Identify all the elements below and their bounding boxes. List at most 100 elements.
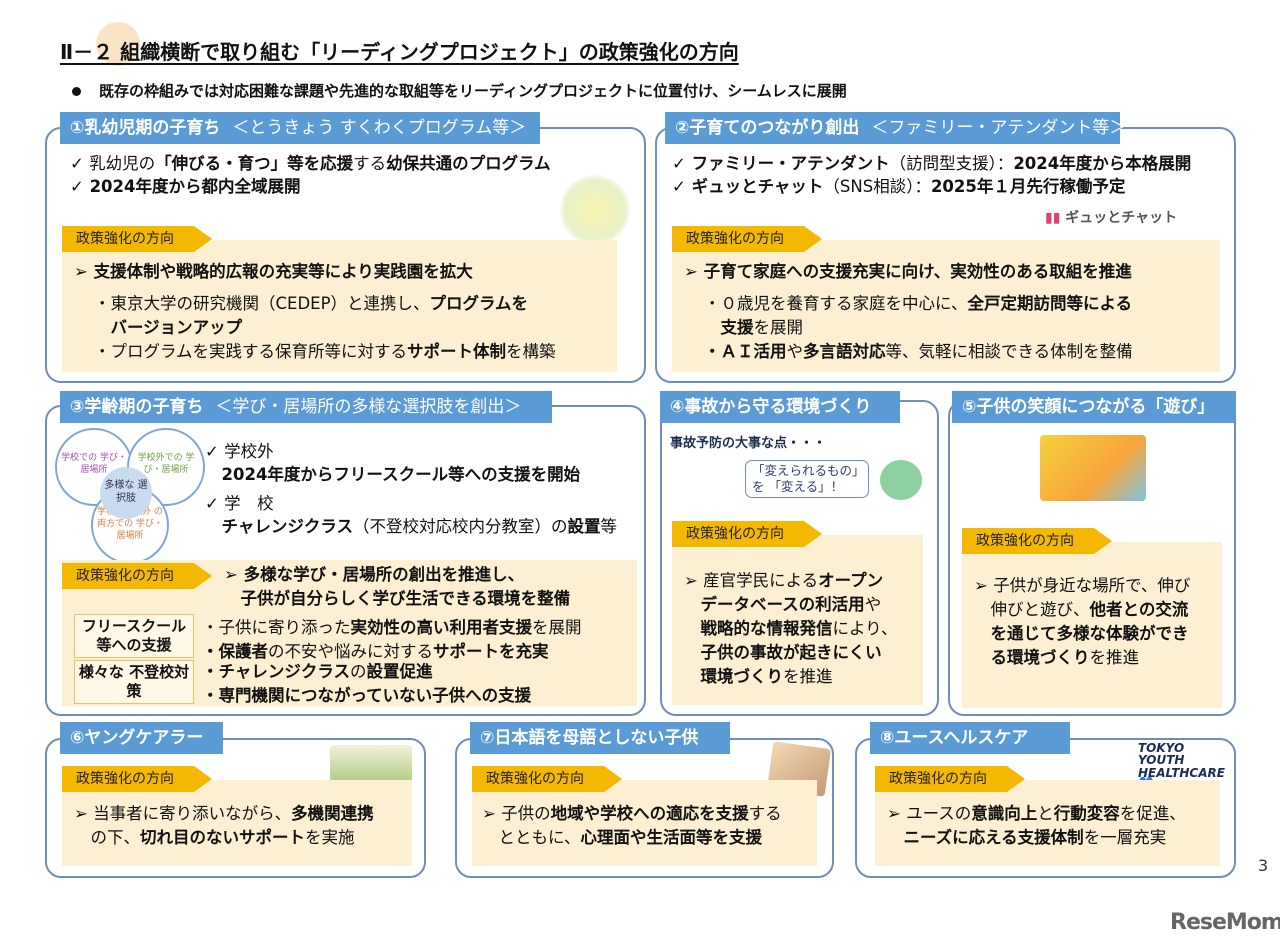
section-1-subtitle: ＜とうきょう すくわくプログラム等＞ bbox=[232, 118, 527, 138]
emphasis-text: サポートを充実 bbox=[433, 642, 549, 661]
policy-line: ニーズに応える支援体制を一層充実 bbox=[887, 826, 1186, 850]
emphasis-text: プログラムを bbox=[429, 294, 529, 313]
policy-line: ・専門機関につながっていない子供への支援 bbox=[202, 684, 531, 708]
policy-tag: 政策強化の方向 bbox=[875, 766, 1025, 792]
emphasis-text: ・保護者 bbox=[202, 642, 268, 661]
youth-healthcare-logo-text: TOKYO YOUTH HEALTHCARE bbox=[1138, 741, 1225, 780]
lead-text: 既存の枠組みでは対応困難な課題や先進的な取組等をリーディングプロジェクトに位置付… bbox=[72, 80, 847, 101]
policy-line: る環境づくりを推進 bbox=[974, 646, 1190, 670]
policy-tag: 政策強化の方向 bbox=[672, 521, 822, 547]
emphasis-text: データベースの利活用 bbox=[684, 595, 865, 614]
policy-line: ➢ 子供の地域や学校への適応を支援する bbox=[482, 802, 782, 826]
policy-line: を通じて多様な体験ができ bbox=[974, 622, 1190, 646]
section-1-title: ①乳幼児期の子育ち bbox=[70, 118, 221, 138]
policy-line: ・プログラムを実践する保育所等に対するサポート体制を構築 bbox=[74, 340, 556, 364]
policy-line: バージョンアップ bbox=[74, 316, 556, 340]
text-segment: ✓ 学校外 bbox=[205, 442, 274, 461]
policy-line: ➢ ユースの意識向上と行動変容を促進、 bbox=[887, 802, 1186, 826]
text-segment: （SNS相談）： bbox=[823, 177, 931, 196]
free-school-label: フリースクール 等への支援 bbox=[74, 614, 194, 658]
check-item: 2024年度からフリースクール等への支援を開始 bbox=[205, 463, 617, 486]
emphasis-text: ・専門機関につながっていない子供への支援 bbox=[202, 686, 532, 705]
text-segment: と bbox=[1037, 804, 1054, 823]
text-segment: を推進 bbox=[783, 667, 833, 686]
emphasis-text: 設置 bbox=[567, 517, 601, 536]
section-4-header: ④事故から守る環境づくり bbox=[660, 391, 900, 423]
policy-line: ➢ 当事者に寄り添いながら、多機関連携 bbox=[74, 802, 374, 826]
emphasis-text: ➢ 子育て家庭への支援充実に向け、実効性のある取組を推進 bbox=[684, 262, 1132, 281]
emphasis-text: ニーズに応える支援体制 bbox=[887, 828, 1084, 847]
text-segment: ➢ ユースの bbox=[887, 804, 972, 823]
text-segment: ➢ 子供の bbox=[482, 804, 551, 823]
text-segment: を構築 bbox=[506, 342, 556, 361]
policy-tag: 政策強化の方向 bbox=[62, 226, 212, 252]
text-segment: とともに、 bbox=[482, 828, 581, 847]
accident-note: 事故予防の大事な点・・・ bbox=[670, 436, 827, 451]
emphasis-text: 切れ目のないサポート bbox=[140, 828, 305, 847]
section-1-checks: ✓ 乳幼児の「伸びる・育つ」等を応援する幼保共通のプログラム ✓ 2024年度から… bbox=[70, 152, 551, 198]
text-segment: ✓ 乳幼児の bbox=[70, 154, 156, 173]
emphasis-text: 2025年１月先行稼働予定 bbox=[930, 177, 1126, 196]
emphasis-text: 多機関連携 bbox=[291, 804, 374, 823]
text-segment: ・東京大学の研究機関（CEDEP）と連携し、 bbox=[94, 294, 430, 313]
emphasis-text: 2024年度から本格展開 bbox=[1013, 154, 1192, 173]
policy-line: ➢ 子供が身近な場所で、伸び bbox=[974, 574, 1190, 598]
section-4-policy: 政策強化の方向 ➢ 産官学民によるオープン データベースの利活用や 戦略的な情報… bbox=[672, 521, 923, 705]
text-segment: や bbox=[864, 595, 882, 614]
emphasis-text: 幼保共通のプログラム bbox=[386, 154, 551, 173]
check-item: ✓ 学校外 bbox=[205, 440, 617, 463]
text-segment: 等 bbox=[600, 517, 618, 536]
text-segment: （不登校対応校内分教室）の bbox=[353, 517, 568, 536]
emphasis-text: る環境づくり bbox=[974, 648, 1090, 667]
text-segment: により、 bbox=[832, 619, 898, 638]
policy-line: とともに、心理面や生活面等を支援 bbox=[482, 826, 782, 850]
text-segment: を展開 bbox=[753, 318, 804, 337]
policy-line: ・０歳児を養育する家庭を中心に、全戸定期訪問等による bbox=[684, 292, 1133, 316]
section-5-policy: 政策強化の方向 ➢ 子供が身近な場所で、伸び 伸びと遊び、他者との交流 を通じて… bbox=[962, 528, 1222, 708]
bullet-icon bbox=[72, 87, 81, 96]
emphasis-text: を通じて多様な体験ができ bbox=[974, 624, 1189, 643]
section-7-policy: 政策強化の方向 ➢ 子供の地域や学校への適応を支援する とともに、心理面や生活面… bbox=[472, 766, 817, 866]
emphasis-text: 他者との交流 bbox=[1089, 600, 1189, 619]
text-segment: ・子供に寄り添った bbox=[202, 618, 351, 637]
gyutto-chat-logo: ▮▮ ギュッとチャット bbox=[1045, 207, 1177, 227]
emphasis-text: ➢ 多様な学び・居場所の創出を推進し、 bbox=[224, 565, 525, 584]
check-item: ✓ 学 校 bbox=[205, 492, 617, 515]
text-segment: （訪問型支援）： bbox=[889, 154, 1014, 173]
policy-line: 伸びと遊び、他者との交流 bbox=[974, 598, 1190, 622]
emphasis-text: 戦略的な情報発信 bbox=[684, 619, 833, 638]
resemom-watermark: ReseMom bbox=[1170, 910, 1280, 935]
emphasis-text: 実効性の高い利用者支援 bbox=[350, 618, 533, 637]
policy-line: ・保護者の不安や悩みに対するサポートを充実 bbox=[202, 640, 582, 664]
policy-line: ➢ 産官学民によるオープン bbox=[684, 569, 898, 593]
section-5-title: ⑤子供の笑顔につながる「遊び」 bbox=[962, 397, 1215, 417]
check-item: ✓ 乳幼児の「伸びる・育つ」等を応援する幼保共通のプログラム bbox=[70, 152, 551, 175]
text-segment: の下、 bbox=[74, 828, 141, 847]
emphasis-text: ✓ 2024年度から都内全域展開 bbox=[70, 177, 301, 196]
policy-line: 子供の事故が起きにくい bbox=[684, 641, 898, 665]
text-segment: ➢ 当事者に寄り添いながら、 bbox=[74, 804, 292, 823]
text-segment: 等、気軽に相談できる体制を整備 bbox=[885, 342, 1133, 361]
section-4-title: ④事故から守る環境づくり bbox=[670, 397, 872, 417]
section-8-header: ⑧ユースヘルスケア bbox=[870, 722, 1070, 754]
gyutto-chat-logo-text: ギュッとチャット bbox=[1065, 210, 1178, 226]
policy-tag: 政策強化の方向 bbox=[472, 766, 622, 792]
text-segment: を促進、 bbox=[1119, 804, 1186, 823]
text-segment: の bbox=[350, 662, 367, 681]
section-2-policy: 政策強化の方向 ➢ 子育て家庭への支援充実に向け、実効性のある取組を推進・０歳児… bbox=[672, 226, 1220, 372]
policy-line: ➢ 支援体制や戦略的広報の充実等により実践園を拡大 bbox=[74, 260, 556, 284]
section-8-policy: 政策強化の方向 ➢ ユースの意識向上と行動変容を促進、 ニーズに応える支援体制を… bbox=[875, 766, 1220, 866]
text-segment: や bbox=[786, 342, 804, 361]
policy-line: ・チャレンジクラスの設置促進 bbox=[202, 660, 531, 684]
text-segment: する bbox=[748, 804, 782, 823]
check-item: チャレンジクラス（不登校対応校内分教室）の設置等 bbox=[205, 515, 618, 538]
section-6-header: ⑥ヤングケアラー bbox=[60, 722, 223, 754]
character-illustration bbox=[880, 460, 922, 500]
youth-healthcare-logo: TOKYO YOUTH HEALTHCARE ♥ bbox=[1138, 741, 1228, 794]
check-item: ✓ 2024年度から都内全域展開 bbox=[70, 175, 551, 198]
policy-line: データベースの利活用や bbox=[684, 593, 898, 617]
truancy-measures-label: 様々な 不登校対策 bbox=[74, 660, 194, 704]
text-segment: 伸びと遊び、 bbox=[974, 600, 1090, 619]
policy-line: 環境づくりを推進 bbox=[684, 665, 898, 689]
speech-bubble: 「変えられるもの」を 「変える」！ bbox=[745, 460, 869, 498]
